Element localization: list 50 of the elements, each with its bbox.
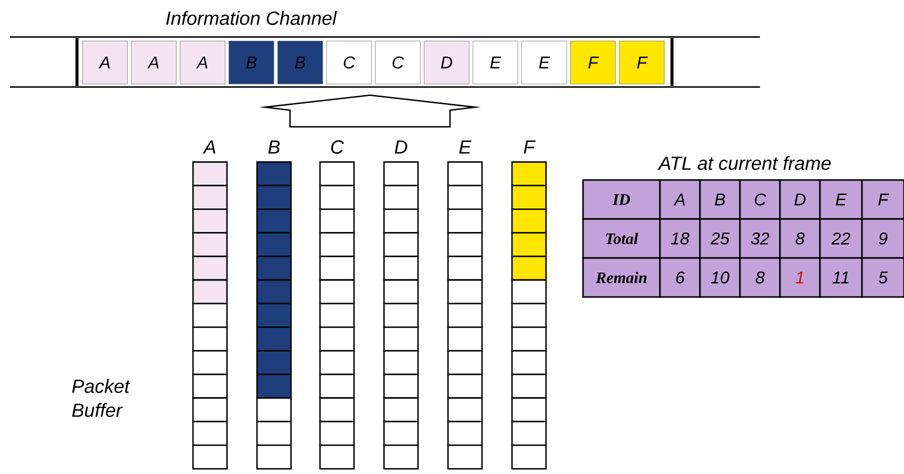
column-header-cell: E [819, 179, 863, 220]
table-cell: 22 [819, 218, 863, 259]
table-cell: 9 [861, 218, 904, 259]
table-cell: 5 [861, 257, 904, 298]
packet-cell: E [472, 40, 518, 84]
row-header-cell: Total [582, 218, 661, 259]
packet-cell: F [570, 40, 616, 84]
buffer-column: F [511, 140, 547, 470]
packet-cell: C [326, 40, 372, 84]
table-cell: 10 [699, 257, 741, 298]
column-header-cell: D [779, 179, 821, 220]
buffer-label: Packet Buffer [72, 379, 130, 417]
buffer-column: A [192, 140, 228, 470]
table-cell: 6 [659, 257, 701, 298]
buffer-column: E [447, 140, 483, 470]
table-cell: 11 [819, 257, 863, 298]
row-header-cell: ID [582, 179, 661, 220]
column-header-cell: B [699, 179, 741, 220]
packet-cell: A [131, 40, 176, 84]
column-header-cell: A [659, 179, 701, 220]
channel-band [10, 36, 760, 88]
packet-cell: E [522, 40, 567, 84]
block-arrow [258, 94, 482, 128]
packet-cell: A [180, 40, 226, 84]
node-label: E [459, 140, 472, 154]
table-cell: 18 [659, 218, 701, 259]
node-label: D [394, 140, 408, 154]
node-label: B [268, 140, 280, 154]
packet-cell: B [278, 40, 323, 84]
packet-cell: C [375, 40, 420, 84]
buffer-column: B [256, 140, 292, 470]
row-header-cell: Remain [582, 257, 661, 298]
channel-title: Information Channel [166, 11, 337, 25]
buffer-column: C [319, 140, 355, 470]
table-cell: 32 [739, 218, 781, 259]
packet-cell: D [424, 40, 470, 84]
table-title: ATL at current frame [658, 156, 831, 170]
column-header-cell: F [861, 179, 904, 220]
node-label: F [524, 140, 536, 154]
table-cell: 1 [779, 257, 821, 298]
packet-cell: F [619, 40, 664, 84]
column-header-cell: C [739, 179, 781, 220]
table-cell: 8 [779, 218, 821, 259]
buffer-column: D [383, 140, 419, 470]
packet-cell: B [228, 40, 274, 84]
node-label: A [202, 140, 216, 154]
table-cell: 8 [739, 257, 781, 298]
packet-cell: A [82, 40, 128, 84]
node-label: C [331, 140, 344, 154]
table-cell: 25 [699, 218, 741, 259]
